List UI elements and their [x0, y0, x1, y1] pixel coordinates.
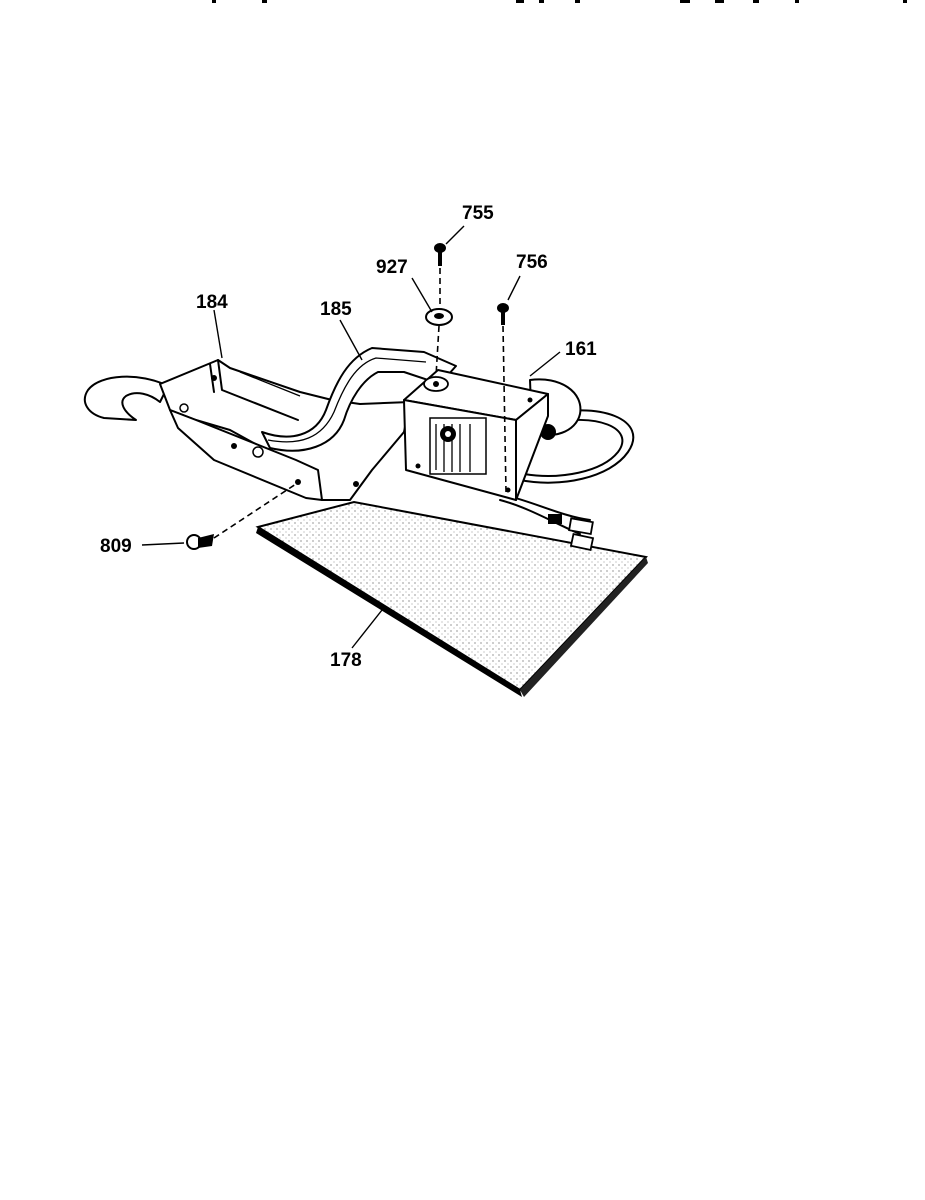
motor-assembly	[403, 369, 635, 552]
label-927: 927	[376, 257, 408, 278]
bracket-with-hook	[83, 359, 411, 501]
label-184: 184	[196, 292, 228, 313]
label-809: 809	[100, 536, 132, 557]
screw-756	[497, 303, 509, 325]
label-161: 161	[565, 339, 597, 360]
label-755: 755	[462, 203, 494, 224]
assembly-lines	[213, 268, 507, 539]
top-edge-fragments	[212, 0, 907, 3]
leader-lines	[141, 225, 561, 649]
label-756: 756	[516, 252, 548, 273]
washer	[425, 308, 453, 326]
part-labels: 755 927 756 184 185 161 809 178	[100, 203, 597, 671]
insulation-pad	[255, 500, 648, 697]
label-185: 185	[320, 299, 352, 320]
screw-809	[186, 534, 214, 550]
screw-755	[434, 243, 446, 266]
label-178: 178	[330, 650, 362, 671]
